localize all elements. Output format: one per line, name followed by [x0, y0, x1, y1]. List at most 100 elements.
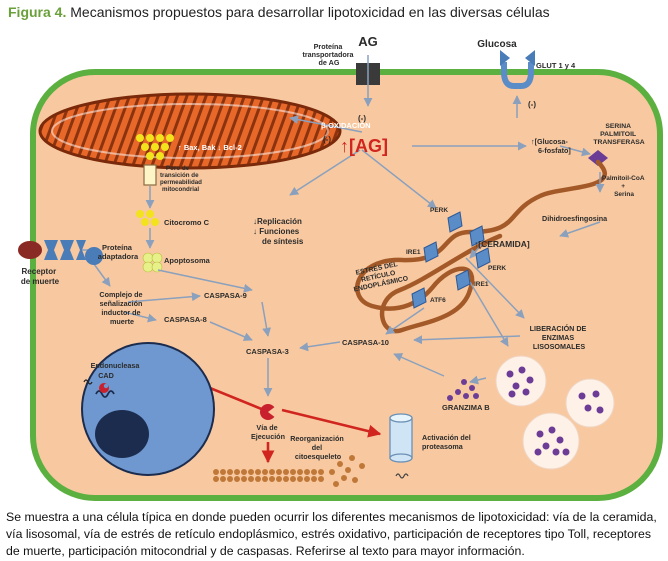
replicacion-label: ↓Replicación ↓ Funciones de síntesis	[253, 217, 304, 246]
transportadora-line-2: transportadora	[302, 50, 354, 59]
receptor-line-1: Receptor	[22, 267, 57, 276]
execution-caspase-icon	[260, 404, 276, 420]
ire1b-receptor-icon	[455, 269, 471, 291]
perk-receptor-icon	[447, 211, 463, 233]
adaptor-protein-icon	[85, 247, 103, 265]
liberacion-label: LIBERACIÓN DE ENZIMAS LISOSOMALES	[530, 324, 589, 351]
serine-palmitoyltransferase-icon	[588, 150, 608, 166]
glucosa6-label: ↑[Glucosa- 6-fosfato]	[531, 137, 571, 155]
replicacion-line-3: de síntesis	[262, 237, 304, 246]
adaptadora-line-2: adaptadora	[98, 252, 139, 261]
ire1-receptor-icon	[423, 241, 439, 263]
replicacion-line-1: ↓Replicación	[253, 217, 302, 226]
lysosome-1	[495, 355, 547, 407]
complejo-line-1: Complejo de	[99, 290, 142, 299]
caspasa10-label: CASPASA-10	[342, 338, 389, 347]
perk2-receptor-icon	[475, 247, 491, 269]
lipotoxicity-diagram: AG Proteína transportadora de AG (-) Glu…	[18, 34, 663, 501]
nucleolus	[95, 410, 149, 458]
endonucleasa-label: Endonucleasa CAD	[91, 361, 142, 380]
via-line-2: Ejecución	[251, 432, 285, 441]
liberacion-line-1: LIBERACIÓN DE	[530, 324, 587, 333]
mitochondrion	[38, 92, 342, 170]
adaptadora-line-1: Proteína	[102, 243, 133, 252]
ceramide-receptor-icon	[469, 225, 485, 247]
atf6-label: ATF6	[430, 297, 446, 304]
serina-pt-label: SERINA PALMITOIL TRANSFERASA	[593, 123, 644, 146]
citocromo-label: Citocromo C	[164, 218, 210, 227]
palmitoil-line-1: Palmitoil-CoA	[602, 175, 645, 182]
liberacion-line-3: LISOSOMALES	[533, 342, 586, 351]
ire1a-label: IRE1	[406, 249, 421, 256]
via-line-1: Vía de	[256, 423, 277, 432]
caspasa8-label: CASPASA-8	[164, 315, 207, 324]
poro-line-1: Poro de	[166, 165, 190, 172]
poro-line-3: permeabilidad	[160, 179, 202, 186]
citocromo-dots	[136, 134, 174, 226]
ag-center-label: ↑[AG]	[340, 136, 388, 156]
cytoskeleton-fragments	[213, 455, 365, 487]
glut-receptor-icon	[500, 50, 535, 89]
endoplasmic-reticulum	[354, 159, 607, 334]
glut-label: GLUT 1 y 4	[536, 61, 576, 70]
minus-top-label: (-)	[358, 114, 366, 123]
glucosa6-line-2: 6-fosfato]	[538, 146, 571, 155]
figure-title: Figura 4. Mecanismos propuestos para des…	[8, 4, 550, 20]
dihidro-label: Dihidroesfingosina	[542, 214, 608, 223]
serina-pt-line-2: PALMITOIL	[600, 131, 636, 138]
complejo-line-2: señalización	[100, 299, 143, 308]
granzima-label: GRANZIMA B	[442, 403, 490, 412]
perk2-label: PERK	[488, 265, 506, 272]
apoptosoma-label: Apoptosoma	[164, 256, 211, 265]
ag-top-label: AG	[358, 34, 378, 49]
liberacion-line-2: ENZIMAS	[542, 333, 575, 342]
complejo-line-4: muerte	[110, 317, 134, 326]
activacion-line-1: Activación del	[422, 433, 471, 442]
serina-pt-line-1: SERINA	[605, 123, 631, 130]
reorganizacion-line-1: Reorganización	[290, 434, 344, 443]
reorganizacion-label: Reorganización del citoesqueleto	[290, 434, 346, 461]
pore-icon	[143, 164, 157, 186]
atf6-receptor-icon	[411, 287, 427, 309]
activacion-label: Activación del proteasoma	[422, 433, 473, 451]
death-receptor-ligand	[18, 241, 42, 259]
transportadora-line-1: Proteína	[314, 42, 344, 51]
minus-mito-label: (-)	[323, 135, 331, 144]
glucosa-label: Glucosa	[477, 39, 517, 50]
figure-label: Figura 4.	[8, 4, 67, 20]
receptor-label: Receptor de muerte	[21, 267, 60, 286]
figure-title-text: Mecanismos propuestos para desarrollar l…	[70, 4, 550, 20]
beta-oxidacion-label: β-OXIDACIÓN	[321, 121, 371, 130]
reorganizacion-line-3: citoesqueleto	[295, 452, 342, 461]
serina-pt-line-3: TRANSFERASA	[593, 139, 644, 146]
ire1b-label: IRE1	[474, 281, 489, 288]
reorganizacion-line-2: del	[312, 443, 322, 452]
lysosomal-enzymes	[447, 366, 604, 456]
poro-line-2: transición de	[160, 172, 199, 179]
proteasome-icon	[389, 413, 413, 463]
bax-label: ↑ Bax, Bak ↓ Bcl-2	[178, 143, 242, 152]
figure-caption: Se muestra a una célula típica en donde …	[6, 510, 657, 558]
glucosa6-line-1: ↑[Glucosa-	[531, 137, 568, 146]
endonucleasa-line-2: CAD	[98, 371, 114, 380]
minus-glut-label: (-)	[528, 100, 536, 109]
activacion-line-2: proteasoma	[422, 442, 464, 451]
ceramida-label: ↑[CERAMIDA]	[474, 239, 530, 249]
nucleus-output	[83, 379, 93, 385]
poro-label: Poro de transición de permeabilidad mito…	[160, 165, 204, 193]
replicacion-line-2: ↓ Funciones	[253, 227, 300, 236]
adaptadora-label: Proteína adaptadora	[98, 243, 139, 261]
apoptosome-icon	[142, 252, 163, 273]
poro-line-4: mitocondrial	[162, 186, 199, 193]
palmitoil-label: Palmitoil-CoA + Serina	[602, 175, 646, 198]
transportadora-line-3: de AG	[319, 58, 340, 67]
palmitoil-line-2: +	[621, 183, 625, 190]
complejo-line-3: inductor de	[101, 308, 140, 317]
transportadora-label: Proteína transportadora de AG	[302, 42, 355, 67]
receptor-line-2: de muerte	[21, 277, 60, 286]
endonucleasa-line-1: Endonucleasa	[91, 361, 141, 370]
palmitoil-line-3: Serina	[614, 191, 634, 198]
caspasa3-label: CASPASA-3	[246, 347, 289, 356]
death-receptor-icon	[44, 240, 86, 260]
proteasome-output	[395, 473, 409, 479]
